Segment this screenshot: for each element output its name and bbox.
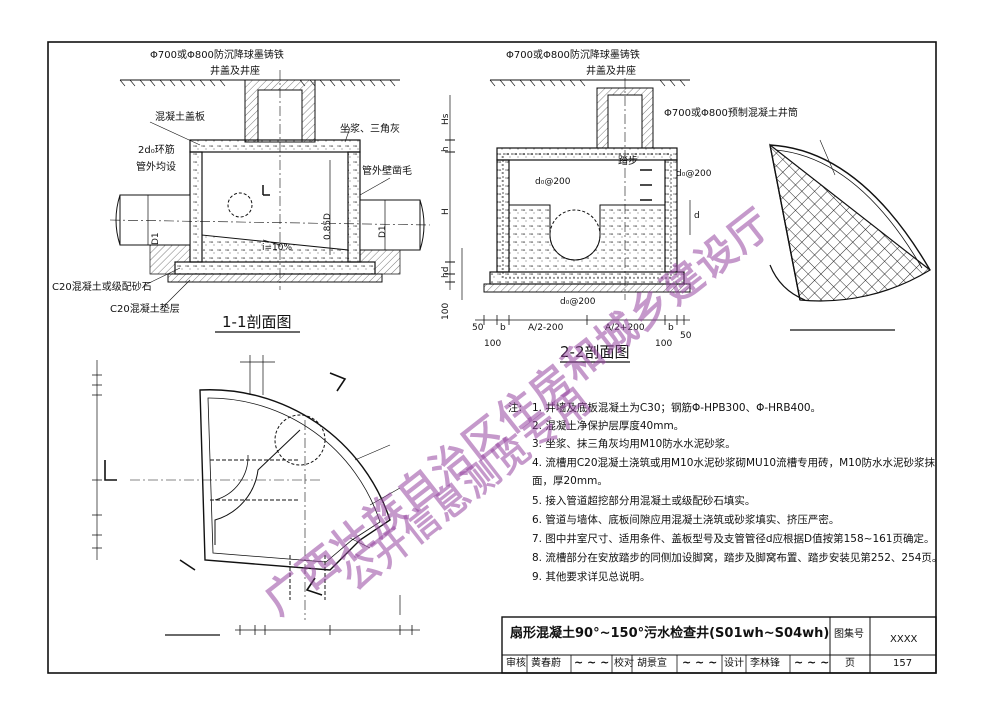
s22-dim-b2: b bbox=[668, 323, 674, 333]
note-3: 3. 坐浆、抹三角灰均用M10防水水泥砂浆。 bbox=[532, 438, 736, 450]
s22-precast-label: Φ700或Φ800预制混凝土井筒 bbox=[664, 108, 798, 119]
s11-dim-h1: h bbox=[441, 146, 451, 152]
s22-cover-label2: 井盖及井座 bbox=[586, 66, 636, 77]
s11-dim-d1b: D1 bbox=[378, 225, 388, 238]
title-block bbox=[501, 616, 937, 674]
note-2: 2. 混凝土净保护层厚度40mm。 bbox=[532, 420, 685, 432]
title-block-design-name: 李林锋 bbox=[750, 658, 780, 669]
title-block-review-name: 黄春蔚 bbox=[531, 658, 561, 669]
s11-dim-085d: 0.85D bbox=[323, 213, 333, 240]
note-6: 6. 管道与墙体、底板间隙应用混凝土浇筑或砂浆填实、挤压严密。 bbox=[532, 514, 840, 526]
s11-ring-label: 2d₀环筋 bbox=[138, 145, 175, 156]
s11-pipe-wall-label: 管外壁凿毛 bbox=[362, 166, 412, 177]
note-5: 5. 接入管道超挖部分用混凝土或级配砂石填实。 bbox=[532, 495, 756, 507]
signature-designer: ~ ~ ~ bbox=[794, 656, 830, 669]
note-4b: 面，厚20mm。 bbox=[532, 475, 608, 487]
note-1: 1. 井墙及底板混凝土为C30；钢筋Φ-HPB300、Φ-HRB400。 bbox=[532, 402, 822, 414]
s22-step-label: 踏步 bbox=[618, 156, 638, 167]
title-block-page-value: 157 bbox=[893, 658, 913, 669]
title-block-check-name: 胡景宣 bbox=[637, 658, 667, 669]
signature-reviewer: ~ ~ ~ bbox=[574, 656, 610, 669]
s22-dim-a2p: A/2+200 bbox=[605, 323, 645, 333]
s11-slope-label: i=10% bbox=[262, 243, 293, 253]
title-block-atlas-value: XXXX bbox=[890, 634, 918, 645]
s11-bed-label: 坐浆、三角灰 bbox=[340, 124, 400, 135]
title-block-review-label: 审核 bbox=[506, 658, 526, 669]
s22-dim-50b: 50 bbox=[680, 331, 692, 341]
title-block-page-label: 页 bbox=[845, 658, 855, 669]
s11-dim-hd: hd bbox=[441, 266, 451, 278]
s11-dim-d1a: D1 bbox=[151, 232, 161, 245]
s11-slab-label: 混凝土盖板 bbox=[155, 112, 205, 123]
plan-view bbox=[92, 355, 420, 636]
s22-dim-b1: b bbox=[500, 323, 506, 333]
note-4: 4. 流槽用C20混凝土浇筑或用M10水泥砂浆砌MU10流槽专用砖，M10防水水… bbox=[532, 457, 935, 469]
title-block-main-title: 扇形混凝土90°~150°污水检查井(S01wh~S04wh) bbox=[510, 626, 830, 641]
s22-dim-d: d bbox=[694, 211, 700, 221]
base-slab-rebar-diagram bbox=[769, 139, 932, 331]
s11-cushion-label: C20混凝土垫层 bbox=[110, 304, 180, 315]
s22-dim-100b: 100 bbox=[655, 339, 673, 349]
title-block-check-label: 校对 bbox=[614, 658, 634, 669]
s22-cover-label: Φ700或Φ800防沉降球墨铸铁 bbox=[506, 50, 640, 61]
note-9: 9. 其他要求详见总说明。 bbox=[532, 571, 651, 583]
s22-rebar3: d₀@200 bbox=[560, 297, 596, 307]
s11-dim-hs: Hs bbox=[441, 113, 451, 125]
s22-dim-100a: 100 bbox=[484, 339, 502, 349]
s11-dim-h: H bbox=[441, 208, 451, 215]
s11-cover-label2: 井盖及井座 bbox=[210, 66, 260, 77]
s22-rebar1: d₀@200 bbox=[535, 177, 571, 187]
s22-title: 2-2剖面图 bbox=[560, 343, 630, 361]
notes-head: 注: bbox=[508, 402, 523, 414]
note-7: 7. 图中井室尺寸、适用条件、盖板型号及支管管径d应根据D值按第158~161页… bbox=[532, 533, 935, 545]
s11-pipe-even-label: 管外均设 bbox=[136, 162, 176, 173]
s11-cover-label: Φ700或Φ800防沉降球墨铸铁 bbox=[150, 50, 284, 61]
s22-dim-a2m: A/2-200 bbox=[528, 323, 564, 333]
s11-fill-label: C20混凝土或级配砂石 bbox=[52, 282, 152, 293]
s22-dim-50a: 50 bbox=[472, 323, 484, 333]
s11-title: 1-1剖面图 bbox=[222, 313, 292, 331]
signature-checker: ~ ~ ~ bbox=[682, 656, 718, 669]
note-8: 8. 流槽部分在安放踏步的同侧加设脚窝，踏步及脚窝布置、踏步安装见第252、25… bbox=[532, 552, 943, 564]
title-block-atlas-label: 图集号 bbox=[834, 629, 864, 640]
s22-rebar2: d₀@200 bbox=[676, 169, 712, 179]
sheet-border bbox=[47, 41, 937, 674]
title-block-design-label: 设计 bbox=[724, 658, 744, 669]
section-1-1 bbox=[109, 70, 455, 333]
s11-dim-100: 100 bbox=[441, 302, 451, 320]
section-2-2 bbox=[461, 78, 691, 363]
